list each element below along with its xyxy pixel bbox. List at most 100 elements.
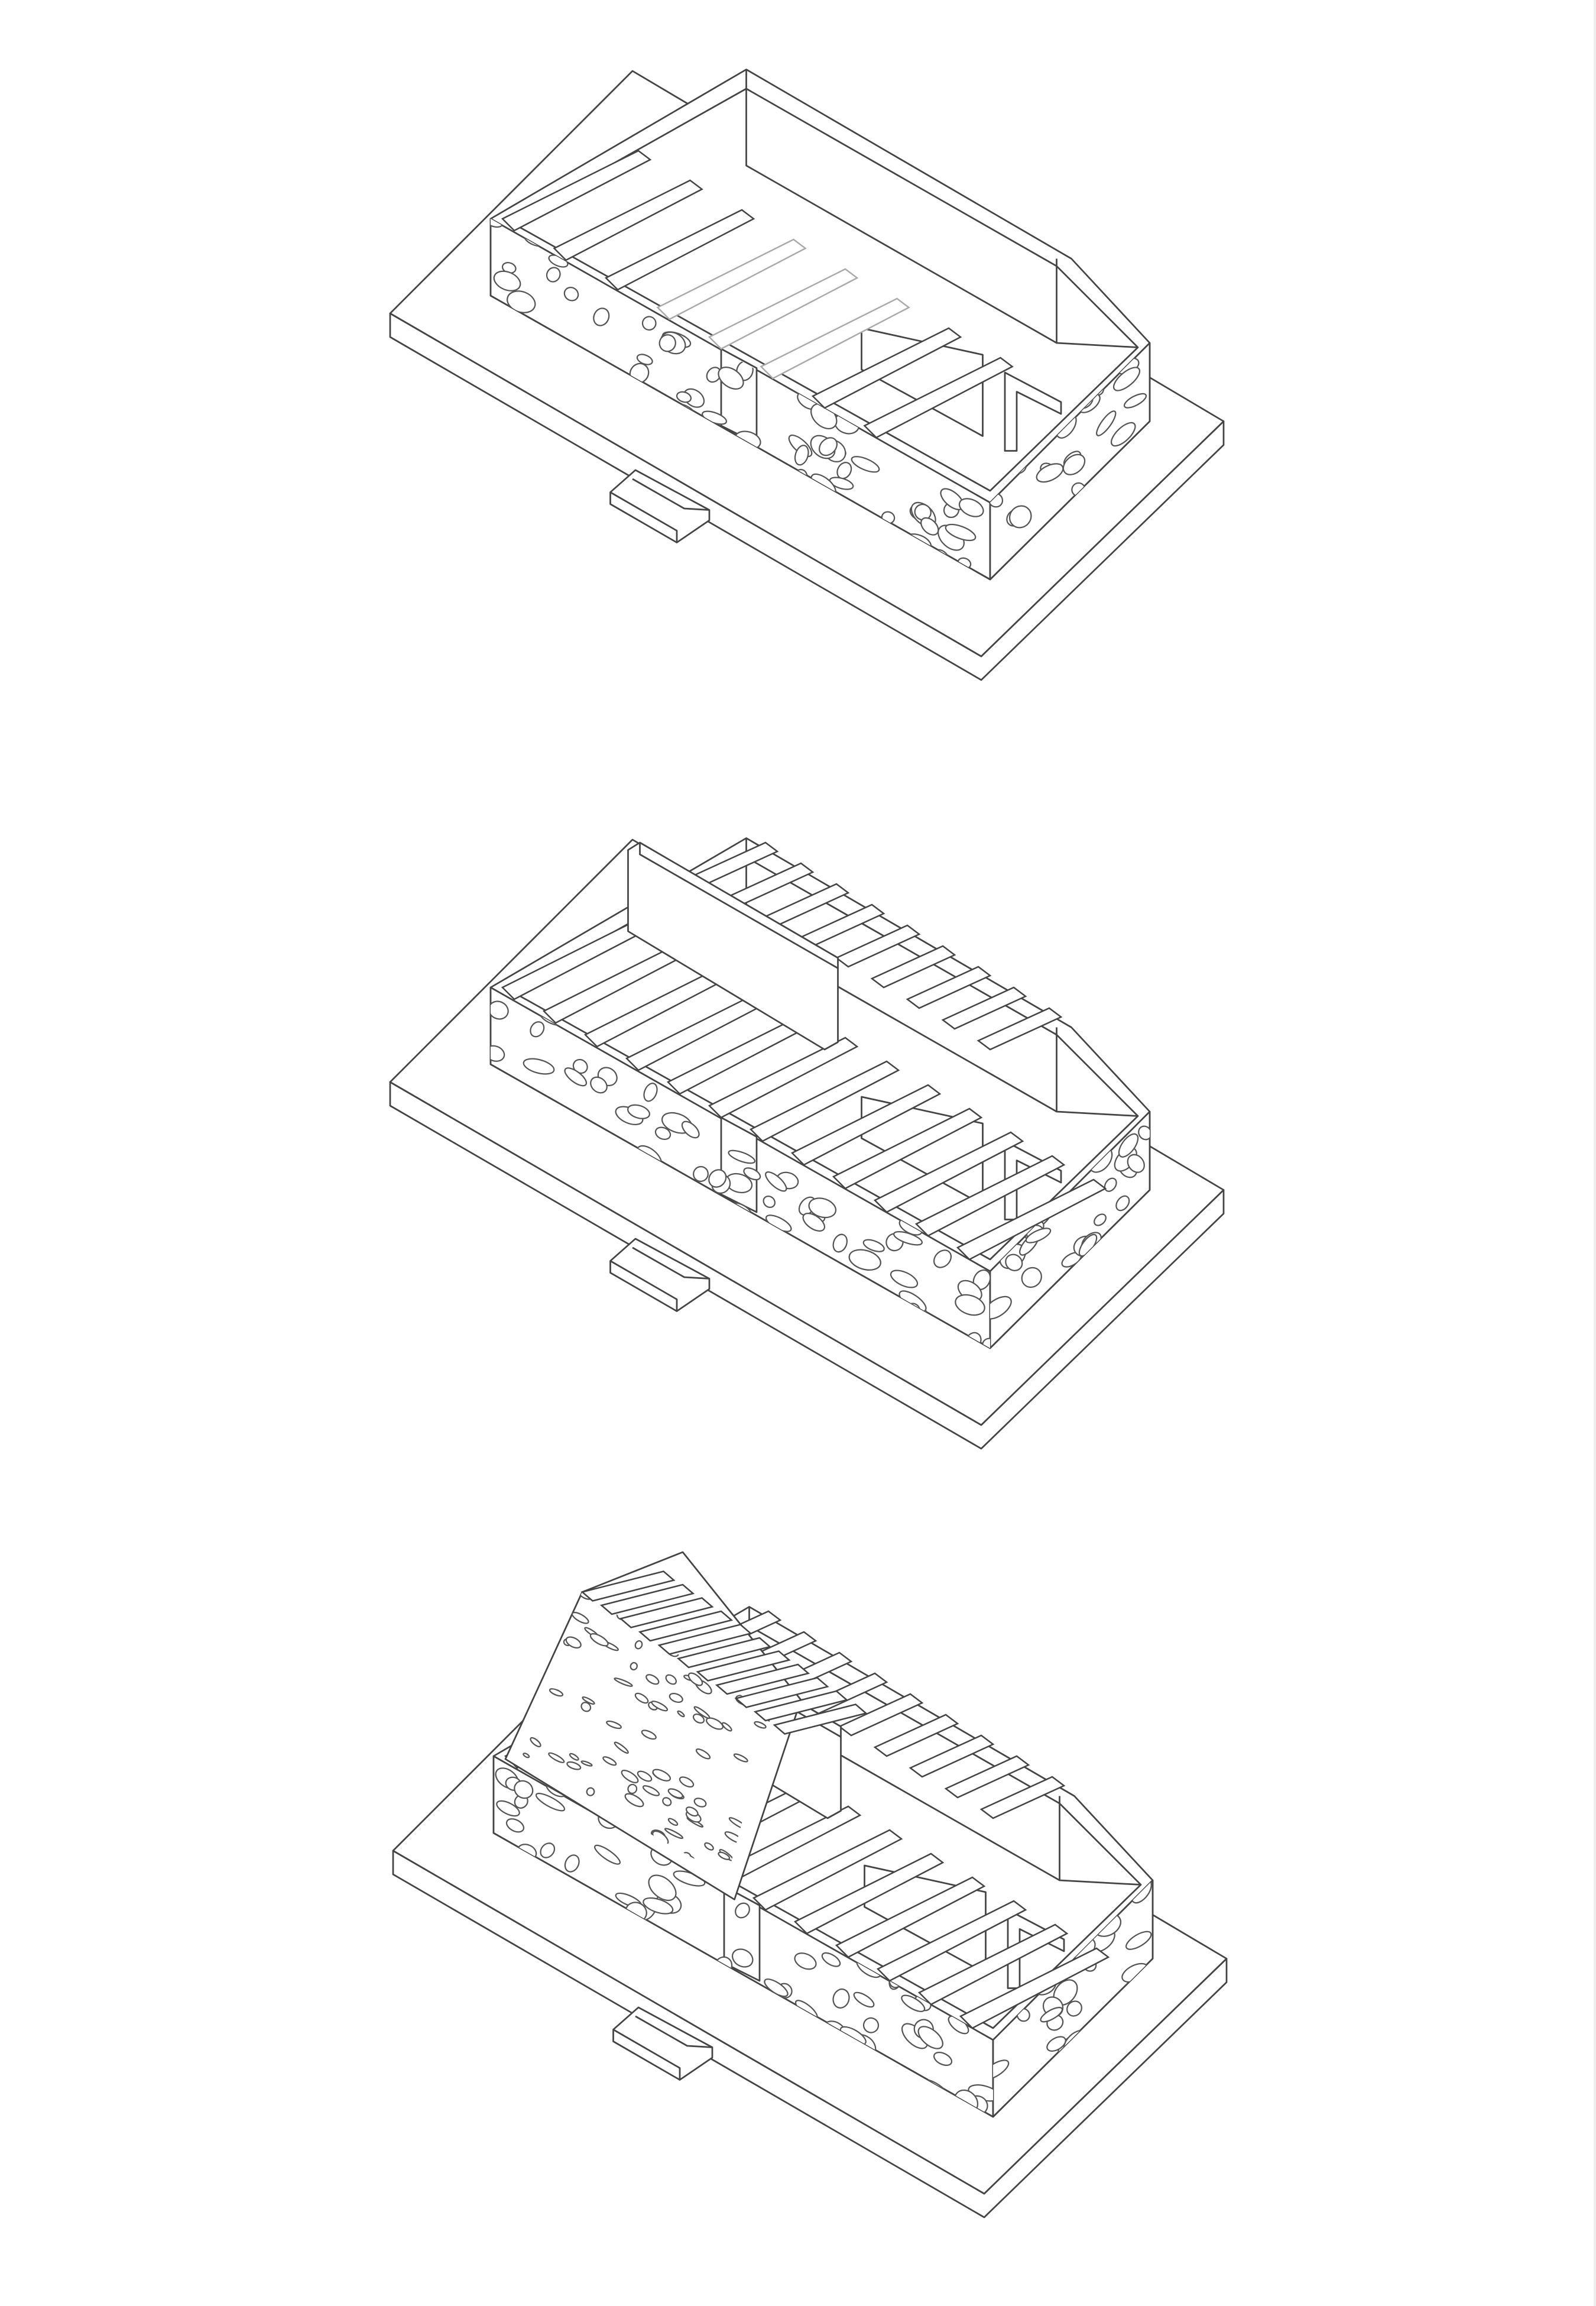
stone <box>530 1021 545 1038</box>
stone <box>631 2095 648 2114</box>
roof-plank-back <box>941 986 1027 1030</box>
stone <box>491 432 501 451</box>
stone <box>491 1201 508 1222</box>
stone <box>1094 1213 1107 1226</box>
stone <box>862 2017 880 2033</box>
roof-stone <box>662 1797 672 1806</box>
stone <box>1036 463 1064 483</box>
stone <box>556 1272 577 1294</box>
stone <box>537 1273 554 1294</box>
roof-stone <box>667 1788 683 1799</box>
roof-stone <box>525 1660 542 1673</box>
stone <box>696 1306 719 1326</box>
roof-stone <box>634 1692 649 1704</box>
entry-step-edge <box>612 2029 681 2080</box>
roof-plank <box>708 1037 859 1119</box>
stone <box>506 458 528 478</box>
stone <box>529 2047 551 2069</box>
entry-step-tread <box>632 1246 710 1280</box>
entry-step-edge <box>609 491 678 543</box>
roof-stone <box>652 1769 672 1782</box>
stone <box>527 1298 547 1319</box>
roof-stone <box>548 1617 566 1627</box>
stone <box>920 517 939 536</box>
stone <box>491 1323 506 1348</box>
gable-wall-inner <box>1056 258 1138 348</box>
stone <box>563 286 579 302</box>
stone <box>901 1994 926 2012</box>
stone <box>829 477 854 490</box>
roof-stone <box>667 1818 679 1826</box>
roof-plank <box>832 1107 983 1190</box>
stone <box>497 514 512 529</box>
stone <box>533 1274 559 1292</box>
stone <box>553 2099 571 2117</box>
roof-stone <box>621 1770 639 1783</box>
roof-stone <box>651 1701 669 1712</box>
stone <box>728 1149 756 1164</box>
roof-stone <box>669 1693 683 1703</box>
roof-stone <box>566 1761 582 1770</box>
roof-stone <box>754 1721 767 1729</box>
roof-stone <box>733 1753 748 1763</box>
roof-plank <box>790 1084 942 1166</box>
roof-stone <box>645 1674 660 1685</box>
stone <box>491 543 499 559</box>
stone <box>525 439 547 456</box>
roof-plank-back <box>979 1776 1066 1819</box>
roof-stone <box>614 1677 633 1687</box>
roof-stone <box>687 1672 703 1686</box>
stone <box>681 1120 700 1139</box>
gable-wall-inner <box>1056 1027 1138 1117</box>
stone <box>501 1967 520 1986</box>
stone <box>1118 1133 1139 1158</box>
roof-plank <box>876 1900 1027 1982</box>
stone <box>505 1818 525 1833</box>
stone <box>643 1897 674 1915</box>
stone <box>1040 2007 1063 2023</box>
stone <box>851 456 880 473</box>
stone <box>636 354 653 365</box>
stone <box>701 1322 730 1336</box>
entry-step-edge <box>609 1260 678 1311</box>
roof-stone <box>624 1793 644 1808</box>
stone <box>848 1249 881 1271</box>
stone <box>593 307 610 326</box>
roof-stone <box>692 1714 705 1724</box>
roof-ridge-plank <box>638 1610 734 1642</box>
stone <box>993 2059 1010 2081</box>
roof-plank <box>708 268 859 350</box>
roof-stone <box>664 1828 684 1839</box>
stone <box>1005 1254 1023 1271</box>
roof-stone <box>582 1696 595 1705</box>
stone <box>564 1067 588 1087</box>
stone <box>494 2069 519 2082</box>
stone <box>540 1842 556 1858</box>
stone <box>641 2090 666 2113</box>
stone <box>818 437 838 456</box>
stone <box>564 1854 580 1873</box>
stone <box>1025 1228 1052 1243</box>
stone <box>676 391 692 403</box>
roof-ridge-plank <box>619 1597 714 1628</box>
stone <box>658 334 676 352</box>
roof-stone <box>586 1787 595 1796</box>
stone <box>893 1231 923 1246</box>
roof-stone <box>721 1722 732 1732</box>
stone <box>1130 540 1150 565</box>
stone <box>765 1171 787 1192</box>
roof-ridge-plank <box>773 1703 868 1735</box>
roof-ridge-plank <box>753 1690 849 1722</box>
stone <box>1046 2036 1066 2052</box>
stone <box>641 316 657 331</box>
roof-ridge-plank <box>657 1624 752 1655</box>
stone <box>491 1000 509 1020</box>
roof-ridge-plank <box>696 1650 791 1682</box>
panel-3 <box>392 1551 1228 2218</box>
stone <box>933 1249 952 1268</box>
roof-stone <box>704 1842 714 1851</box>
stone <box>569 1275 591 1289</box>
stone <box>543 455 569 478</box>
roof-stone <box>665 1674 677 1685</box>
back-wall-inner <box>745 69 1057 344</box>
